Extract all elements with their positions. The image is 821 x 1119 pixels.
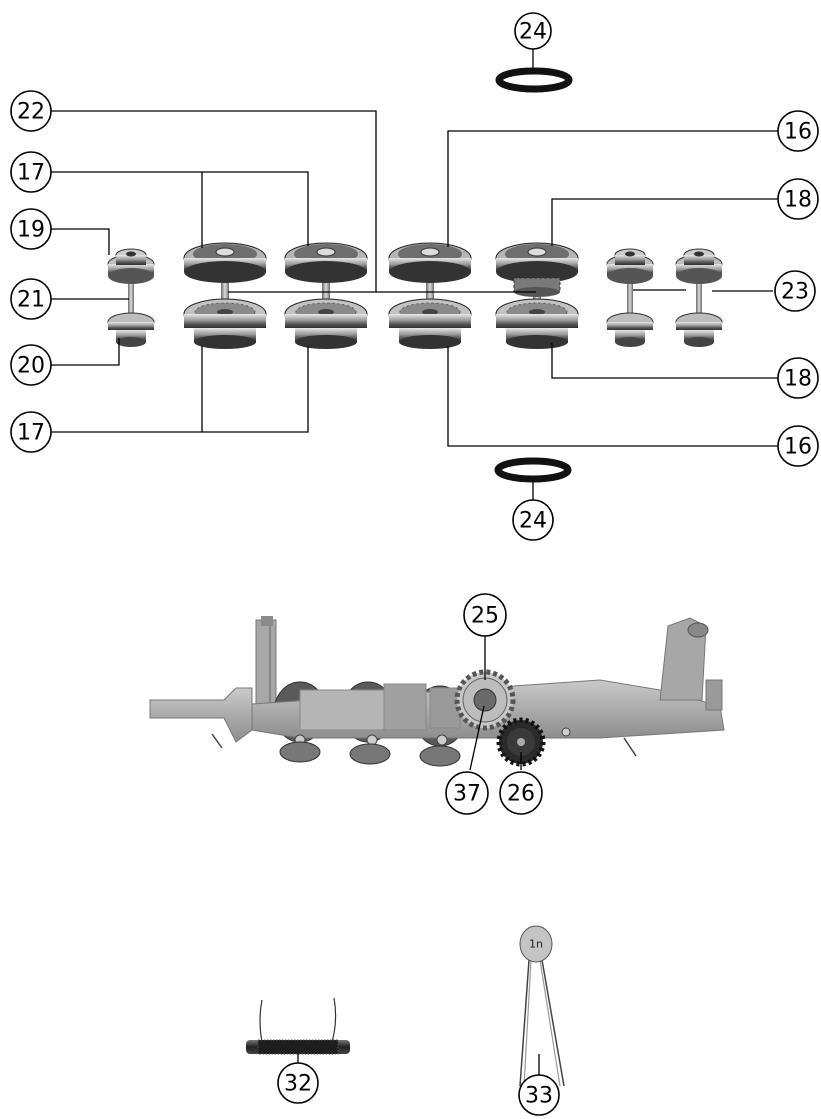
svg-text:33: 33: [525, 1084, 553, 1109]
svg-text:17: 17: [17, 161, 45, 186]
svg-text:24: 24: [519, 20, 547, 45]
gear-25: [454, 669, 516, 731]
svg-text:32: 32: [284, 1072, 312, 1097]
callout-17-top: 17: [10, 151, 52, 193]
callout-20: 20: [10, 344, 52, 386]
gear-26: [496, 717, 546, 767]
callout-22: 22: [10, 90, 52, 132]
traction-tyre-bottom: [494, 457, 572, 483]
svg-text:23: 23: [781, 280, 809, 305]
capacitor-marking: 1n: [529, 938, 543, 951]
callout-25: 25: [463, 593, 507, 637]
svg-text:19: 19: [17, 218, 45, 243]
spoked-wheelset-2: [284, 242, 368, 349]
capacitor: 1n: [519, 925, 565, 1087]
callout-32: 32: [277, 1062, 319, 1104]
traction-tyre-top: [495, 67, 573, 93]
choke-coil: [246, 997, 350, 1064]
chassis-leader-lines: [469, 636, 522, 771]
svg-text:22: 22: [17, 100, 45, 125]
callout-33: 33: [518, 1074, 560, 1116]
small-wheelset-right-2: [675, 248, 723, 347]
spoked-wheelset-3: [388, 242, 472, 349]
svg-text:16: 16: [784, 120, 812, 145]
callout-37: 37: [445, 771, 489, 815]
callout-18-bottom: 18: [777, 357, 819, 399]
svg-text:24: 24: [519, 509, 547, 534]
callout-16-top: 16: [777, 110, 819, 152]
svg-text:25: 25: [471, 604, 499, 629]
svg-text:17: 17: [17, 421, 45, 446]
small-wheelset-left: [107, 248, 155, 347]
leader-lines: [51, 49, 779, 501]
callout-19: 19: [10, 208, 52, 250]
callout-21: 21: [10, 278, 52, 320]
callout-24-bottom: 24: [512, 499, 554, 541]
callout-17-bottom: 17: [10, 411, 52, 453]
svg-text:18: 18: [784, 367, 812, 392]
geared-wheelset: [495, 242, 579, 349]
svg-text:37: 37: [453, 782, 481, 807]
callout-16-bottom: 16: [777, 425, 819, 467]
svg-text:26: 26: [507, 782, 535, 807]
callout-26: 26: [499, 771, 543, 815]
chassis-frame: [149, 616, 725, 767]
svg-text:20: 20: [17, 354, 45, 379]
svg-text:21: 21: [17, 288, 45, 313]
spoked-wheelset-1: [183, 242, 267, 349]
callout-18-top: 18: [777, 178, 819, 220]
svg-text:18: 18: [784, 188, 812, 213]
svg-text:16: 16: [784, 435, 812, 460]
callout-23: 23: [774, 270, 816, 312]
small-wheelset-right-1: [606, 248, 654, 347]
callout-24-top: 24: [514, 12, 552, 50]
